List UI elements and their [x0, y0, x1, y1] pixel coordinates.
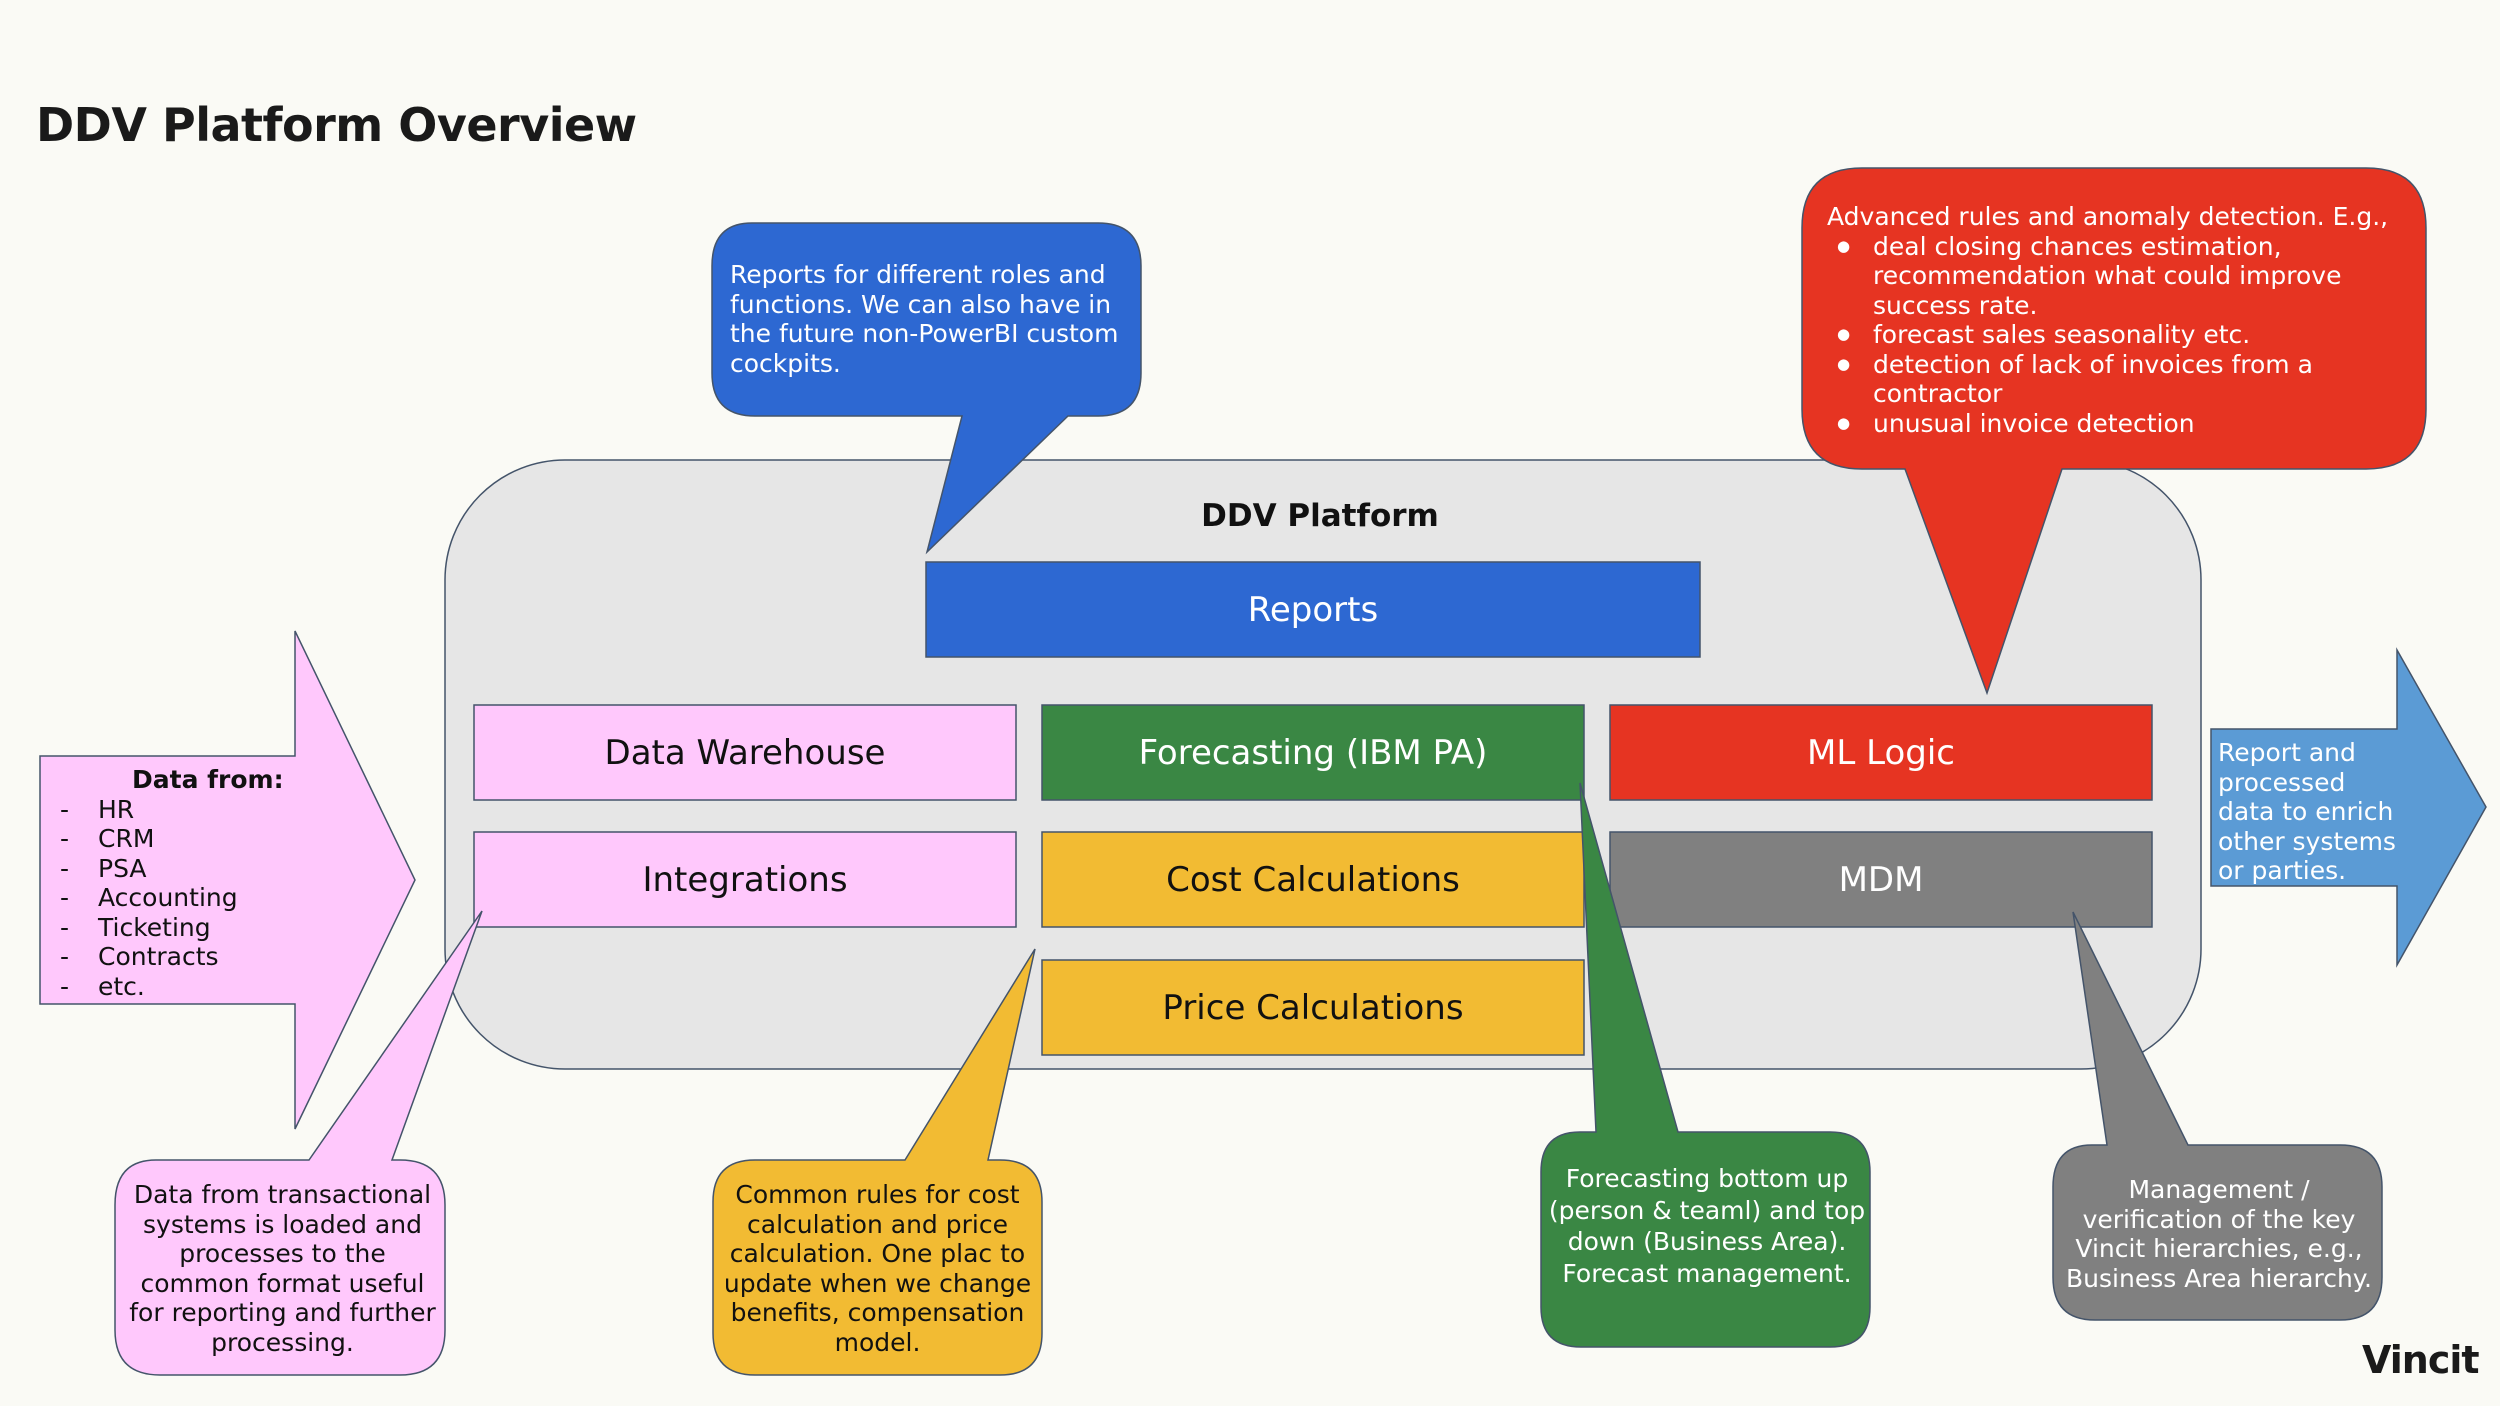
- price-calculations-box: [1041, 959, 1585, 1056]
- platform-title: DDV Platform: [1201, 498, 1439, 534]
- ml-bullet-item: unusual invoice detection: [1827, 409, 2417, 439]
- data-source-item: -Accounting: [42, 883, 322, 913]
- calculations-callout-text: Common rules for cost calculation and pr…: [723, 1180, 1032, 1357]
- integrations-callout-shape: [114, 910, 483, 1376]
- forecasting-box: [1041, 704, 1585, 801]
- data-source-label: Accounting: [98, 883, 238, 912]
- forecasting-label: Forecasting (IBM PA): [1138, 732, 1488, 773]
- reports-label: Reports: [1247, 589, 1379, 630]
- ml-logic-box: [1609, 704, 2153, 801]
- data-source-item: -PSA: [42, 854, 322, 884]
- ml-logic-label: ML Logic: [1807, 732, 1955, 773]
- data-sources-items: -HR-CRM-PSA-Accounting-Ticketing-Contrac…: [42, 795, 322, 1002]
- data-source-item: -Ticketing: [42, 913, 322, 943]
- cost-calculations-label: Cost Calculations: [1166, 859, 1460, 900]
- ml-bullet-item: deal closing chances estimation, recomme…: [1827, 232, 2417, 321]
- output-arrow-text: Report and processed data to enrich othe…: [2218, 738, 2396, 885]
- ml-bullet-item: detection of lack of invoices from a con…: [1827, 350, 2417, 409]
- dash-bullet-icon: -: [60, 853, 70, 883]
- data-warehouse-label: Data Warehouse: [604, 732, 886, 773]
- dash-bullet-icon: -: [60, 912, 70, 942]
- data-source-item: -Contracts: [42, 942, 322, 972]
- data-source-item: -CRM: [42, 824, 322, 854]
- dash-bullet-icon: -: [60, 942, 70, 971]
- calculations-callout-shape: [712, 948, 1043, 1376]
- input-arrow: [39, 630, 416, 1130]
- mdm-box: [1609, 831, 2153, 928]
- data-source-label: etc.: [98, 971, 145, 1001]
- forecasting-callout-text: Forecasting bottom up (person & teaml) a…: [1548, 1164, 1866, 1288]
- data-warehouse-box: [473, 704, 1017, 801]
- dash-bullet-icon: -: [60, 794, 70, 824]
- data-source-label: Contracts: [98, 942, 219, 971]
- integrations-callout-text: Data from transactional systems is loade…: [129, 1180, 436, 1357]
- data-source-label: CRM: [98, 824, 155, 853]
- data-source-item: -HR: [42, 795, 322, 825]
- ml-callout-intro: Advanced rules and anomaly detection. E.…: [1827, 202, 2389, 231]
- dash-bullet-icon: -: [60, 971, 70, 1001]
- data-source-label: PSA: [98, 853, 147, 883]
- reports-callout-text: Reports for different roles and function…: [730, 260, 1119, 378]
- mdm-callout-shape: [2052, 911, 2383, 1321]
- vincit-logo: Vincit: [2362, 1338, 2480, 1382]
- ml-bullet-item: forecast sales seasonality etc.: [1827, 320, 2417, 350]
- price-calculations-label: Price Calculations: [1162, 987, 1464, 1028]
- integrations-label: Integrations: [642, 859, 848, 900]
- mdm-callout-text: Management / verification of the key Vin…: [2066, 1175, 2372, 1293]
- mdm-label: MDM: [1838, 859, 1924, 900]
- output-arrow: [2210, 647, 2487, 968]
- dash-bullet-icon: -: [60, 883, 70, 912]
- reports-callout-shape: [711, 222, 1142, 555]
- integrations-box: [473, 831, 1017, 928]
- data-sources-list: Data from: -HR-CRM-PSA-Accounting-Ticket…: [42, 765, 322, 1001]
- dash-bullet-icon: -: [60, 824, 70, 853]
- page-title: DDV Platform Overview: [36, 98, 637, 152]
- cost-calculations-box: [1041, 831, 1585, 928]
- data-sources-header: Data from:: [132, 765, 284, 794]
- reports-box: [925, 561, 1701, 658]
- ml-callout-text: Advanced rules and anomaly detection. E.…: [1827, 202, 2417, 438]
- ml-callout-bullets: deal closing chances estimation, recomme…: [1827, 232, 2417, 439]
- forecasting-callout-shape: [1540, 782, 1871, 1348]
- data-source-item: -etc.: [42, 972, 322, 1002]
- data-source-label: Ticketing: [98, 912, 211, 942]
- data-source-label: HR: [98, 794, 135, 824]
